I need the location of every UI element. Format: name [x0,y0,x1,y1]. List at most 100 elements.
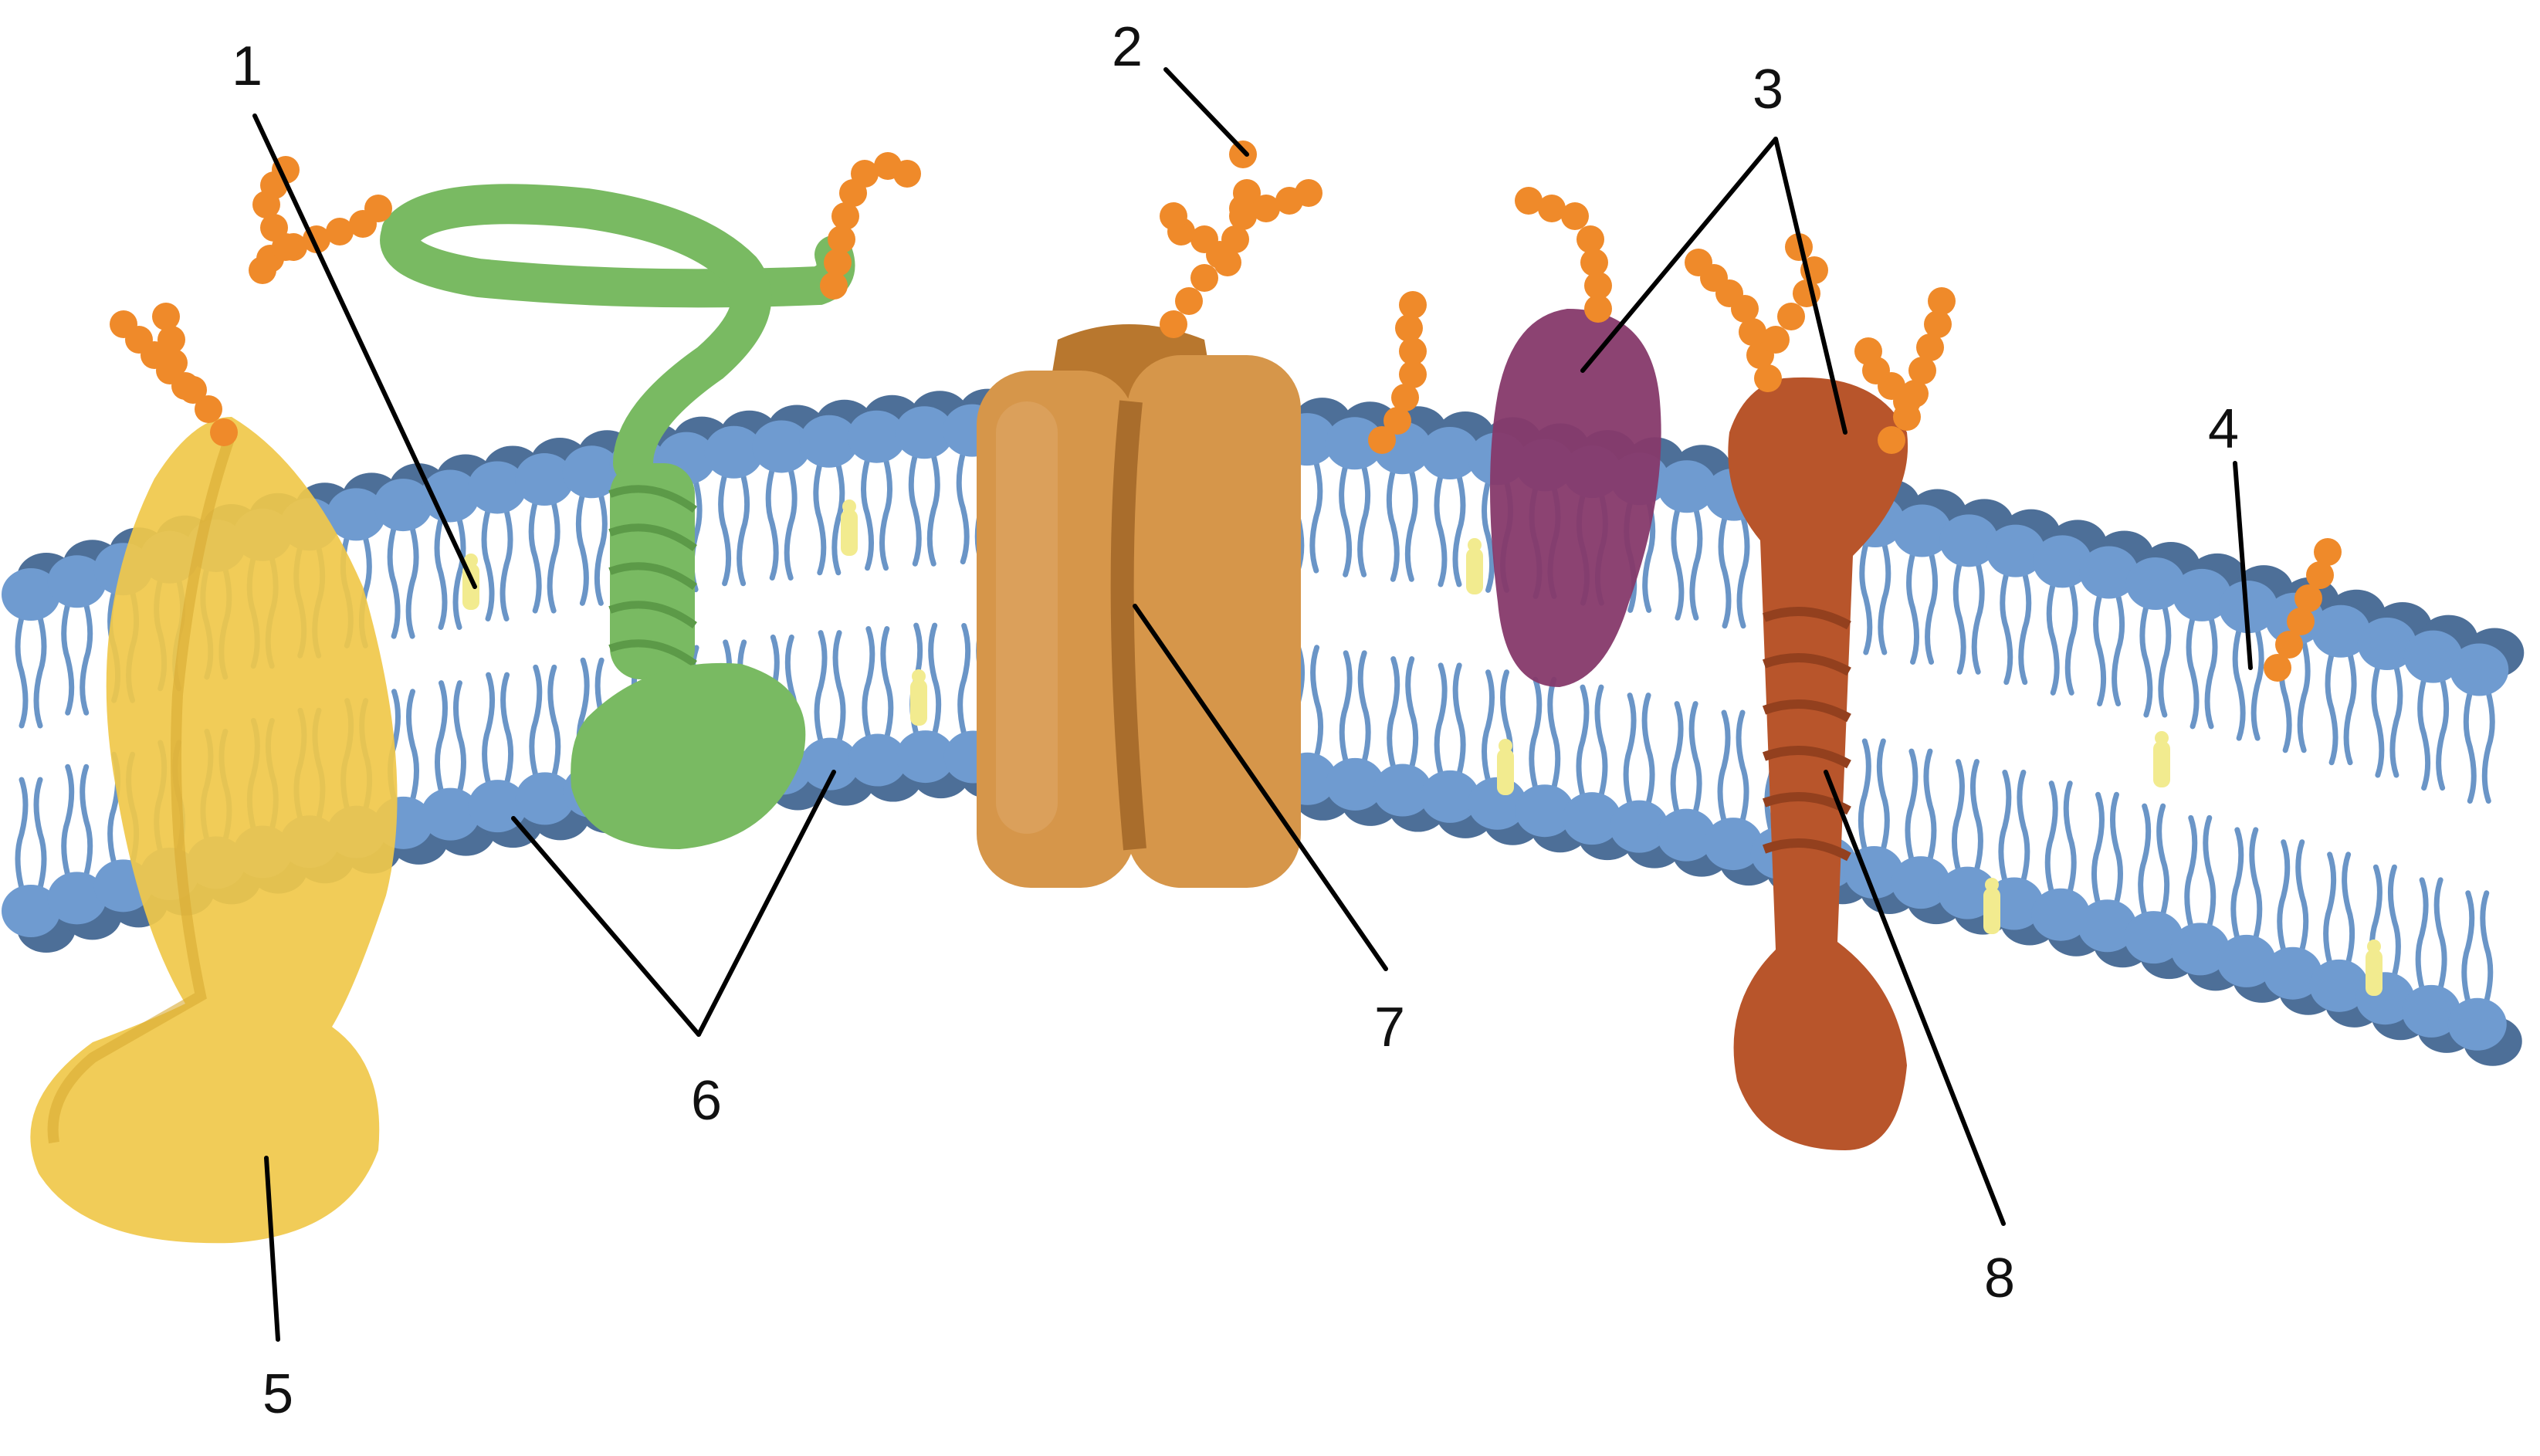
lipid-tail [926,452,940,567]
lipid-tail [879,457,892,571]
sugar-bead [1395,314,1423,342]
leader-lines [252,67,2253,1342]
lipid-tail [452,516,466,630]
lipid-tail [2110,791,2123,906]
lipid-tail [387,525,401,639]
lipid-head [2031,888,2091,941]
sugar-bead [828,225,855,253]
lipid-tail [2249,827,2263,941]
lipid-head [1326,757,1385,811]
lipid-tail [33,615,47,729]
lipid-tail [957,622,971,736]
lipid-head [1704,818,1763,871]
sugar-bead [1561,202,1589,230]
lipid-tail [784,466,798,581]
lipid-head [2447,997,2507,1051]
lipid-tail [1718,515,1732,629]
carbohydrate-chains [110,141,2342,682]
cholesterol [462,564,479,610]
lipid-tail [2156,803,2170,917]
lipid-tail [80,764,93,878]
label-7: 7 [1374,997,1405,1058]
cholesterol [2366,950,2383,996]
lipid-tail [1952,560,1966,675]
lipid-head [801,737,860,791]
leader-6b [696,770,836,1037]
lipid-tail [529,664,543,778]
sugar-bead [1383,407,1411,435]
cholesterol-head [464,554,478,567]
rust-glycoprotein [1728,377,1908,1150]
lipid-head [1938,866,1997,919]
lipid-tail [2415,877,2429,991]
cholesterol [841,510,858,556]
lipid-tail [2433,877,2447,991]
lipid-tail [832,630,846,744]
lipid-tail [880,626,894,740]
lipid-tail [1925,550,1938,665]
lipid-head [2173,568,2232,621]
lipid-tail [831,462,845,576]
sugar-bead [2275,631,2303,659]
sugar-bead [210,418,238,446]
sugar-bead [152,303,180,330]
lipid-tail [2480,890,2494,1004]
lipid-tail [2093,593,2107,707]
lipid-head [2,568,60,621]
lipid-tail [1859,541,1873,655]
lipid-tail [813,462,827,576]
sugar-bead [1754,364,1782,392]
lipid-tail [1952,759,1965,873]
sugar-bead [1515,187,1543,215]
lipid-head [1657,808,1716,862]
sugar-bead [831,202,859,230]
lipid-tail [1482,669,1495,784]
leader-3b [1773,137,1847,435]
lipid-tail [1310,645,1324,759]
lipid-tail [1547,676,1561,791]
lipid-head [1421,770,1480,823]
lipid-head [421,787,480,841]
lipid-tail [406,689,419,803]
lipid-tail [2186,615,2200,730]
lipid-head [1610,800,1669,853]
sugar-bead [249,256,276,284]
sugar-bead [1399,337,1427,365]
lipid-tail [453,680,466,794]
sugar-bead [1785,233,1813,261]
lipid-head [47,872,107,925]
sugar-bead [1160,310,1187,338]
leader-3a [1580,137,1778,373]
sugar-bead [1175,287,1203,315]
lipid-tail [1905,748,1919,862]
lipid-head [847,410,906,463]
lipid-tail [2389,664,2403,778]
green-receptor-protein [380,184,855,849]
sugar-bead [1399,291,1427,319]
sugar-bead [1928,287,1956,315]
lipid-tail [1671,506,1685,621]
lipid-head [1892,504,1952,557]
lipid-head [2357,618,2416,671]
lipid-head [1515,784,1574,838]
lipid-tail [862,626,875,740]
lipid-head [895,406,954,459]
lipid-tail [2184,814,2198,929]
lipid-tail [2017,769,2030,883]
leader-5 [264,1156,280,1342]
lipid-tail [1386,468,1400,582]
cholesterol [910,679,927,726]
lipid-tail [2297,639,2311,753]
lipid-tail [1452,662,1466,777]
lipid-tail [15,777,29,891]
lipid-tail [2064,581,2078,696]
sugar-bead [1924,310,1952,338]
lipid-tail [1689,506,1703,621]
label-6: 6 [691,1070,722,1132]
lipid-tail [2000,571,2013,686]
leader-4 [2233,461,2253,670]
lipid-head [799,415,859,468]
sugar-bead [1229,195,1257,222]
lipid-tail [1482,479,1495,593]
